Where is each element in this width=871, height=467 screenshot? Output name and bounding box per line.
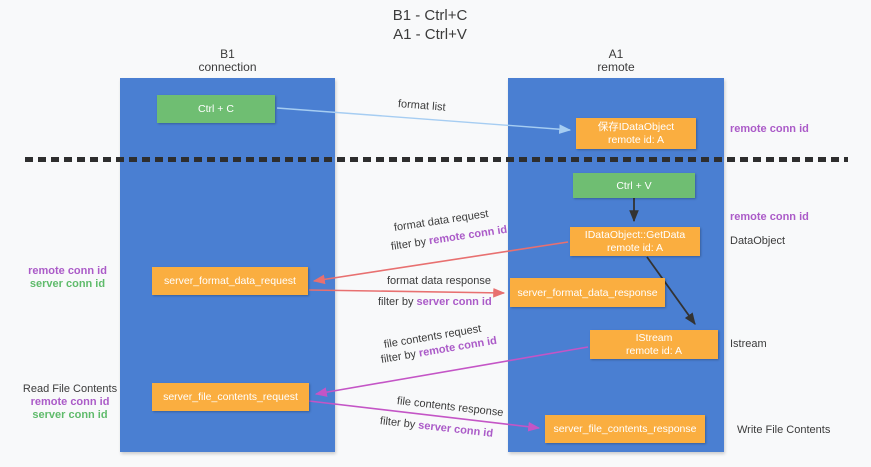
lane-a1-subtitle: remote — [597, 60, 635, 74]
ctrl-c-label: Ctrl + C — [198, 103, 234, 115]
lane-header-b1: B1 connection — [120, 48, 335, 74]
getdata-line2: remote id: A — [606, 241, 664, 254]
server-format-data-response-node: server_format_data_response — [510, 278, 665, 307]
remote-conn-id-text: remote conn id — [428, 223, 508, 248]
istream-line2: remote id: A — [625, 344, 683, 357]
right-remote-conn-id-top: remote conn id — [730, 123, 809, 135]
format-data-response-arrow — [308, 288, 506, 298]
lane-b1-subtitle: connection — [198, 60, 257, 74]
server-conn-id-text: server conn id — [417, 419, 494, 440]
server-format-data-request-label: server_format_data_request — [164, 275, 296, 287]
left-bottom-remote-conn-id: remote conn id — [30, 396, 110, 408]
write-file-contents-label: Write File Contents — [737, 424, 831, 436]
diagram-title: B1 - Ctrl+C A1 - Ctrl+V — [330, 6, 530, 44]
getdata-line1: IDataObject::GetData — [584, 228, 686, 241]
server-format-data-request-node: server_format_data_request — [152, 267, 308, 295]
save-dataobject-node: 保存IDataObject remote id: A — [576, 118, 696, 149]
format-list-label: format list — [397, 98, 447, 114]
read-file-contents-label: Read File Contents — [22, 383, 118, 395]
server-format-data-response-label: server_format_data_response — [517, 286, 658, 299]
filter-by-server-conn-id-label-1: filter by server conn id — [378, 296, 492, 308]
ctrl-v-label: Ctrl + V — [616, 179, 652, 192]
filter-by-text: filter by — [390, 235, 430, 253]
left-server-conn-id: server conn id — [29, 278, 106, 290]
left-bottom-server-conn-id: server conn id — [32, 409, 108, 421]
ctrl-c-node: Ctrl + C — [157, 95, 275, 123]
title-line-2: A1 - Ctrl+V — [393, 26, 467, 43]
lane-b1-title: B1 — [220, 47, 235, 61]
save-dataobject-line2: remote id: A — [607, 133, 665, 146]
title-line-1: B1 - Ctrl+C — [392, 7, 468, 24]
istream-node: IStream remote id: A — [590, 330, 718, 359]
server-file-contents-request-label: server_file_contents_request — [163, 391, 298, 403]
istream-side-label: Istream — [730, 338, 767, 350]
istream-line1: IStream — [635, 331, 673, 344]
server-file-contents-response-label: server_file_contents_response — [553, 423, 697, 435]
file-contents-response-label: file contents response — [396, 395, 505, 420]
getdata-node: IDataObject::GetData remote id: A — [570, 227, 700, 256]
filter-by-server-conn-id-label-2: filter by server conn id — [379, 415, 493, 440]
lane-header-a1: A1 remote — [508, 48, 724, 74]
format-data-response-label: format data response — [387, 275, 491, 287]
ctrl-v-node: Ctrl + V — [573, 173, 695, 198]
server-conn-id-text: server conn id — [416, 296, 492, 308]
left-remote-conn-id: remote conn id — [28, 265, 107, 277]
server-file-contents-response-node: server_file_contents_response — [545, 415, 705, 443]
right-remote-conn-id-ctrlv: remote conn id — [730, 211, 809, 223]
left-conn-id-stack: remote conn id server conn id — [20, 265, 115, 291]
server-file-contents-request-node: server_file_contents_request — [152, 383, 309, 411]
session-divider-dashed-line — [25, 157, 848, 162]
dataobject-label: DataObject — [730, 235, 786, 247]
lane-a1-title: A1 — [608, 47, 624, 61]
filter-by-text: filter by — [378, 296, 417, 308]
left-read-file-stack: Read File Contents remote conn id server… — [20, 383, 120, 422]
save-dataobject-line1: 保存IDataObject — [597, 120, 675, 133]
filter-by-text: filter by — [379, 415, 419, 432]
